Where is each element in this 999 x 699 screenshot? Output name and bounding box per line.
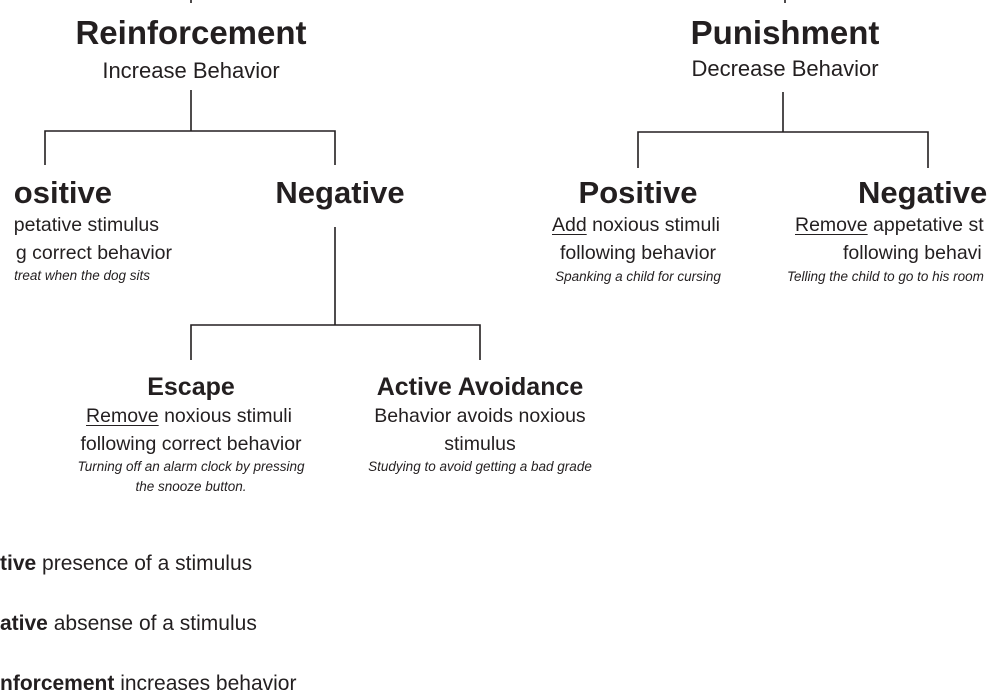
reinforcement-positive-example: treat when the dog sits <box>14 268 150 283</box>
reinforcement-title: Reinforcement <box>75 14 307 51</box>
punishment-positive-title: Positive <box>578 175 698 210</box>
punishment-positive-line1: Add noxious stimuli <box>552 213 720 237</box>
escape-example-2: the snooze button. <box>135 479 247 494</box>
punishment-positive-line2: following behavior <box>559 242 717 264</box>
punishment-negative-verb: Remove <box>795 214 868 236</box>
punishment-negative-example: Telling the child to go to his room <box>787 269 984 284</box>
reinforcement-positive-title: ositive <box>13 175 112 210</box>
punishment-positive-verb: Add <box>551 214 587 236</box>
legend-item-negative: ative absense of a stimulus <box>0 611 257 637</box>
active-avoidance-example: Studying to avoid getting a bad grade <box>368 459 592 474</box>
punishment-negative-line1-rest: appetative st <box>867 214 984 236</box>
active-avoidance-title: Active Avoidance <box>376 373 584 401</box>
punishment-negative-line1: Remove appetative st <box>795 213 984 237</box>
connector-reinforcement-branches <box>44 130 336 165</box>
escape-line1: Remove noxious stimuli <box>86 404 292 428</box>
escape-line2: following correct behavior <box>80 433 302 455</box>
reinforcement-positive-line1: petative stimulus <box>13 214 159 236</box>
legend-definition: increases behavior <box>114 672 297 695</box>
punishment-negative-line2: following behavi <box>843 242 982 264</box>
legend-term: nforcement <box>0 672 115 695</box>
active-avoidance-line1: Behavior avoids noxious <box>374 405 586 427</box>
reinforcement-subtitle: Increase Behavior <box>102 58 280 83</box>
punishment-subtitle: Decrease Behavior <box>691 56 879 81</box>
punishment-negative-title: Negative <box>858 175 988 210</box>
punishment-positive-line1-rest: noxious stimuli <box>586 214 721 236</box>
connector-punishment-branches <box>637 131 929 168</box>
legend-term: ative <box>0 612 48 635</box>
escape-example-1: Turning off an alarm clock by pressing <box>77 459 305 474</box>
punishment-title: Punishment <box>690 14 880 51</box>
reinforcement-negative-title: Negative <box>275 175 405 210</box>
escape-title: Escape <box>147 373 235 401</box>
connector-negative-branches <box>190 324 481 360</box>
legend-term: tive <box>0 552 37 575</box>
legend-item-positive: tive presence of a stimulus <box>0 551 252 577</box>
escape-line1-rest: noxious stimuli <box>158 405 292 427</box>
legend-definition: absense of a stimulus <box>47 612 257 635</box>
legend-item-reinforcement: nforcement increases behavior <box>0 671 296 697</box>
legend-definition: presence of a stimulus <box>36 552 253 575</box>
punishment-positive-example: Spanking a child for cursing <box>555 269 721 284</box>
escape-verb: Remove <box>86 405 159 427</box>
reinforcement-positive-line2: g correct behavior <box>15 242 172 264</box>
active-avoidance-line2: stimulus <box>444 433 516 455</box>
